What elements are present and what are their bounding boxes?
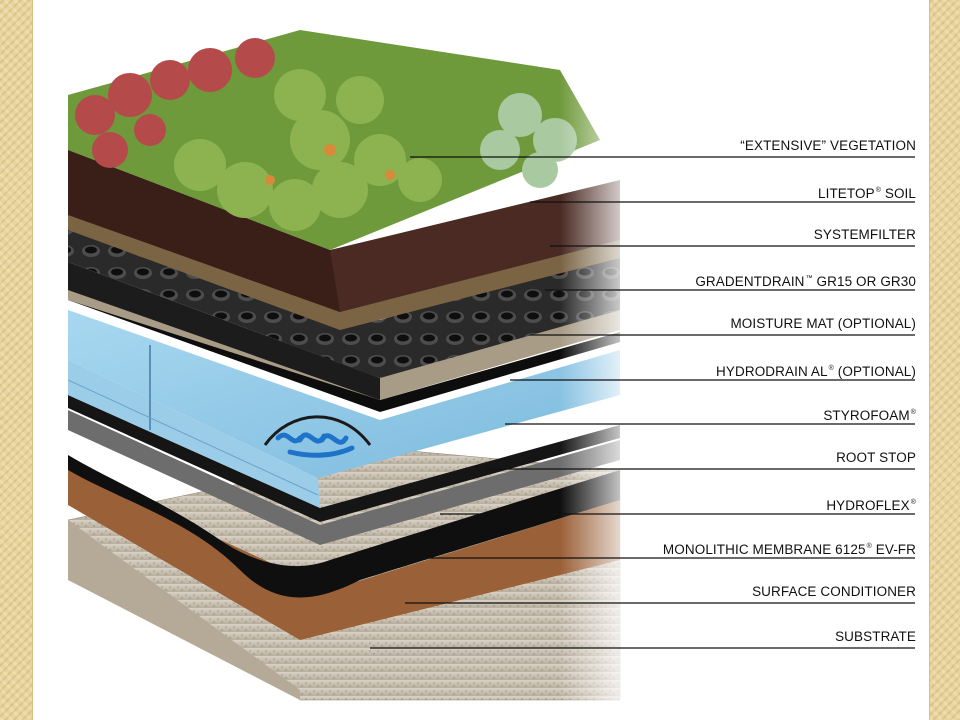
hydrodrain-layer (68, 290, 620, 412)
right-decorative-border (929, 0, 960, 720)
label-extensive-vegetation: “EXTENSIVE” VEGETATION (740, 138, 916, 153)
gradentdrain-layer (68, 215, 620, 378)
label-root-stop: ROOT STOP (836, 450, 916, 465)
label-styrofoam: STYROFOAM® (823, 408, 916, 423)
label-gradentdrain: GRADENTDRAIN™ GR15 OR GR30 (695, 274, 916, 289)
label-hydroflex: HYDROFLEX® (826, 498, 916, 513)
vegetation-accent (265, 144, 395, 185)
substrate-front (68, 520, 300, 700)
gradentdrain-front (68, 262, 380, 400)
styrofoam-front (68, 360, 320, 508)
litetop-soil-layer (68, 150, 620, 312)
leader-lines (370, 156, 915, 649)
litetop-soil-front (68, 150, 340, 312)
label-litetop-soil: LITETOP® SOIL (818, 186, 916, 201)
label-surface-conditioner: SURFACE CONDITIONER (752, 584, 916, 599)
label-monolithic-membrane: MONOLITHIC MEMBRANE 6125® EV-FR (662, 542, 916, 557)
drainage-tube-detail (275, 432, 355, 458)
hydroflex-layer (68, 410, 620, 545)
systemfilter-layer (68, 212, 620, 330)
surface-conditioner-layer (68, 470, 620, 640)
label-systemfilter: SYSTEMFILTER (813, 227, 916, 242)
label-substrate: SUBSTRATE (835, 629, 916, 644)
monolithic-membrane-layer (68, 455, 620, 598)
left-decorative-border (0, 0, 33, 720)
moisture-mat-layer (68, 280, 620, 400)
vegetation-red-sedum (75, 38, 275, 168)
label-hydrodrain-al: HYDRODRAIN AL® (OPTIONAL) (716, 364, 916, 379)
root-stop-layer (68, 395, 620, 522)
label-moisture-mat: MOISTURE MAT (OPTIONAL) (730, 316, 916, 331)
styrofoam-top (68, 310, 620, 478)
